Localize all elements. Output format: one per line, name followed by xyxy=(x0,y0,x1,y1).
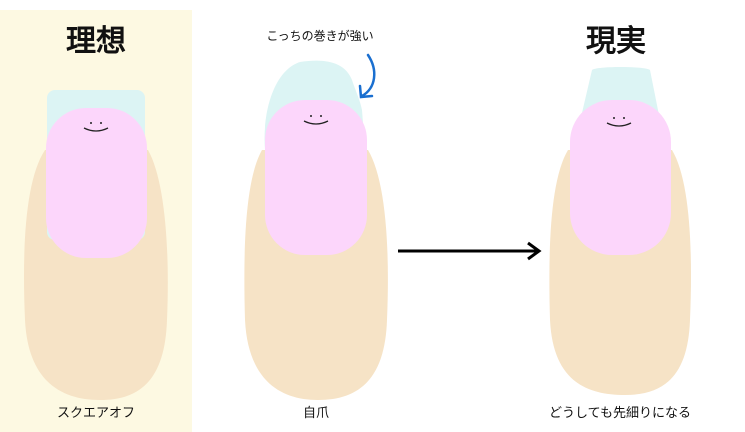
ideal-finger xyxy=(24,90,168,400)
annotation-arrow-icon xyxy=(358,53,376,99)
right-arrow-icon xyxy=(398,241,542,261)
natural-annotation: こっちの巻きが強い xyxy=(266,29,374,43)
ideal-title: 理想 xyxy=(66,24,126,59)
ideal-caption: スクエアオフ xyxy=(56,406,136,421)
natural-nail xyxy=(265,100,367,255)
natural-finger xyxy=(244,60,388,400)
smile-icon xyxy=(83,127,109,132)
reality-finger xyxy=(549,67,692,395)
reality-title: 現実 xyxy=(586,24,646,59)
smile-icon xyxy=(606,122,632,127)
natural-caption: 自爪 xyxy=(302,406,330,421)
ideal-nail xyxy=(46,108,147,258)
reality-nail xyxy=(570,100,671,255)
smile-icon xyxy=(303,120,329,125)
reality-caption: どうしても先細りになる xyxy=(549,406,691,421)
